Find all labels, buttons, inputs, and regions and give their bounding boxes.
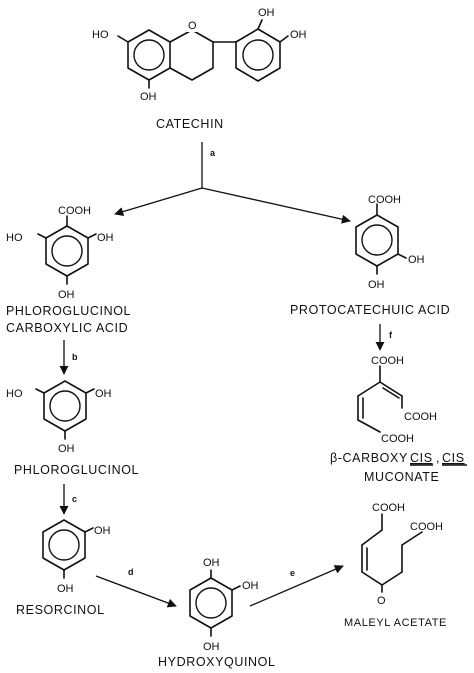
hydroxyquinol-structure: OH OH OH [189, 557, 259, 653]
protocatechuic-acid-structure: COOH OH OH [355, 194, 425, 291]
phloroglucinol-structure: OH HO OH [6, 380, 112, 455]
phloroglucinol-carboxylic-acid-label-line2: CARBOXYLIC ACID [6, 321, 128, 335]
protocatechuic-cooh: COOH [368, 194, 401, 206]
muconate-label-comma: , [436, 451, 440, 465]
carboxy-muconate-structure: COOH COOH COOH [357, 355, 437, 445]
maleylacetate-structure: COOH COOH O [361, 502, 443, 607]
maleylacetate-keto-o: O [377, 595, 386, 607]
catechin-a-ring-oh: OH [140, 91, 157, 103]
hydroxyquinol-oh-bottom: OH [203, 641, 220, 653]
phloroglucinol-carboxylic-acid-label-line1: PHLOROGLUCINOL [6, 304, 131, 318]
maleylacetate-cooh-right: COOH [410, 521, 443, 533]
hydroxyquinol-oh-top: OH [203, 557, 220, 569]
step-e-label: e [290, 568, 295, 578]
catechin-c-ring [169, 29, 214, 81]
step-a-label: a [210, 148, 216, 158]
step-b-label: b [72, 352, 78, 362]
muconate-label-cis1: CIS [410, 451, 433, 465]
phloroglucinol-carboxylic-acid-structure: COOH OH HO OH [6, 205, 114, 301]
phloroglucinol-oh-bottom: OH [58, 443, 75, 455]
catechin-a-ring [127, 29, 171, 81]
step-d-arrow [95, 575, 177, 608]
resorcinol-structure: OH OH [42, 519, 111, 595]
protocatechuic-oh-bottom: OH [368, 279, 385, 291]
phloroglucinol-label: PHLOROGLUCINOL [14, 463, 139, 477]
muconate-label-line2: MUCONATE [364, 470, 439, 484]
step-a-arrows [114, 142, 351, 224]
muconate-label-cis2: CIS [442, 451, 465, 465]
pca-cooh: COOH [58, 205, 91, 217]
protocatechuic-acid-label: PROTOCATECHUIC ACID [290, 303, 450, 317]
pca-ho-left: HO [6, 232, 23, 244]
catechin-a-ring-ho: HO [92, 29, 109, 41]
resorcinol-oh-bottom: OH [57, 583, 74, 595]
phloroglucinol-oh-right: OH [95, 388, 112, 400]
catechin-label: CATECHIN [156, 117, 224, 131]
catechin-b-ring [212, 19, 289, 82]
step-c-label: c [72, 494, 77, 504]
muconate-cooh-right: COOH [404, 411, 437, 423]
muconate-cooh-top: COOH [371, 355, 404, 367]
pca-oh-right: OH [97, 232, 114, 244]
catechin-ring-oxygen: O [188, 20, 197, 32]
step-f-label: f [389, 330, 393, 340]
catechin-b-ring-oh-right: OH [290, 29, 307, 41]
muconate-cooh-bottom: COOH [381, 433, 414, 445]
step-d-label: d [128, 567, 134, 577]
maleylacetate-label: MALEYL ACETATE [344, 617, 447, 629]
maleylacetate-cooh-top: COOH [372, 502, 405, 514]
phloroglucinol-ho-left: HO [6, 388, 23, 400]
catechin-structure: O HO OH OH OH [92, 7, 307, 103]
resorcinol-oh-right: OH [94, 525, 111, 537]
muconate-label-prefix: β-CARBOXY [330, 451, 408, 465]
resorcinol-label: RESORCINOL [16, 603, 105, 617]
hydroxyquinol-label: HYDROXYQUINOL [158, 655, 276, 669]
catechin-b-ring-oh-top: OH [258, 7, 275, 19]
step-e-arrow [249, 565, 344, 607]
pca-oh-bottom: OH [58, 289, 75, 301]
protocatechuic-oh-right: OH [408, 254, 425, 266]
hydroxyquinol-oh-right: OH [242, 580, 259, 592]
